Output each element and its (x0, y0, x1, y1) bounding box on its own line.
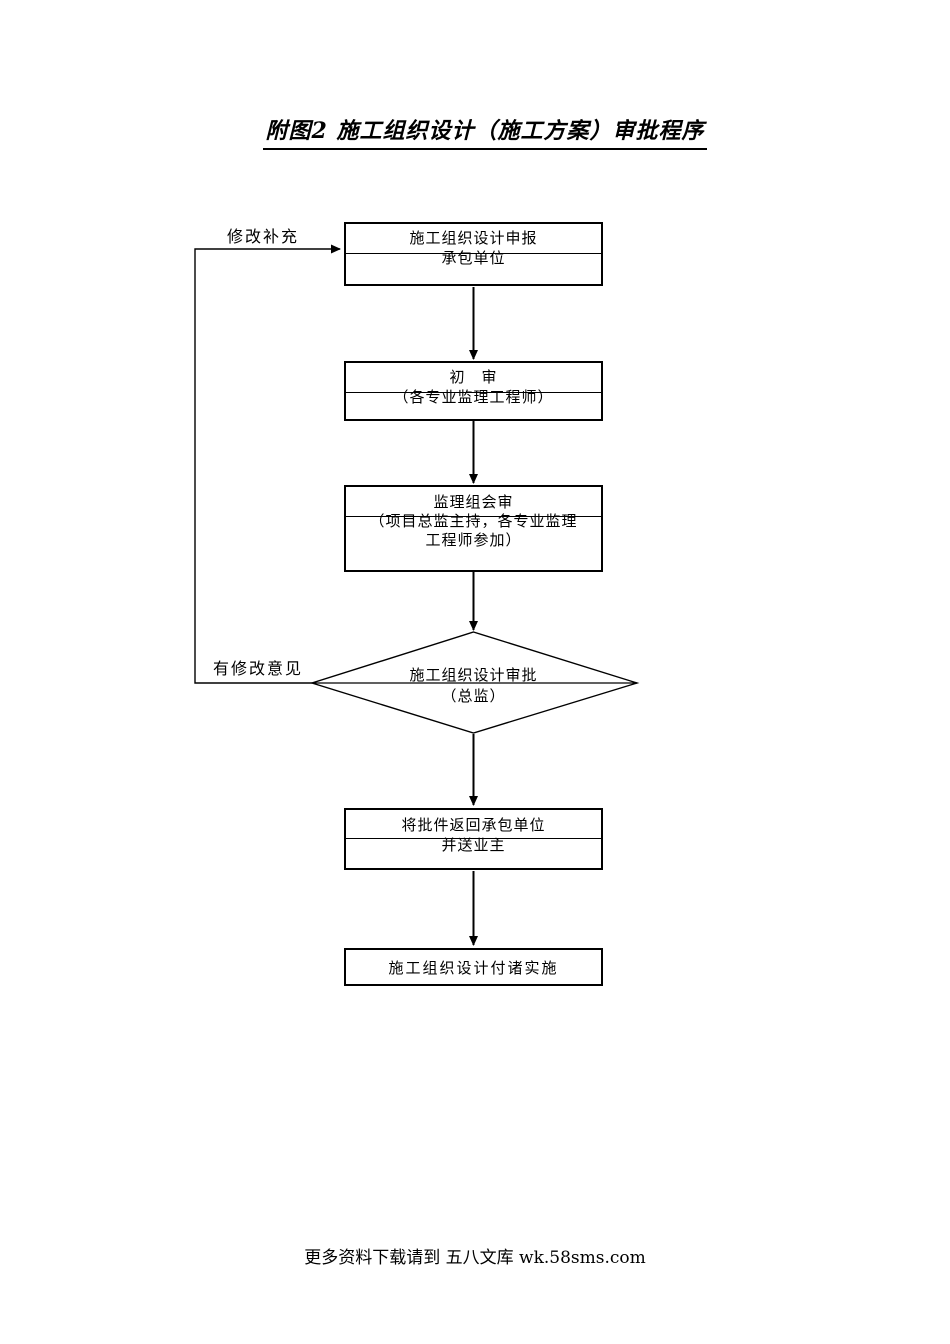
node-joint-review-line1: 监理组会审 (433, 493, 514, 511)
page-title-text: 附图2 施工组织设计（施工方案）审批程序 (262, 113, 708, 150)
node-declaration: 施工组织设计申报 承包单位 (344, 222, 603, 286)
node-joint-review: 监理组会审 （项目总监主持，各专业监理 工程师参加） (344, 485, 603, 572)
node-declaration-line2: 承包单位 (441, 249, 506, 267)
node-implementation-line1: 施工组织设计付诸实施 (388, 958, 559, 977)
feedback-loop-line (194, 244, 341, 684)
page-title: 附图2 施工组织设计（施工方案）审批程序 (10, 113, 950, 150)
node-declaration-divider (346, 253, 601, 254)
node-initial-review: 初 审 （各专业监理工程师） (344, 361, 603, 421)
node-joint-review-line3: 工程师参加） (425, 531, 522, 549)
node-declaration-line1: 施工组织设计申报 (409, 229, 538, 247)
edge-label-modify-supplement: 修改补充 (227, 227, 300, 246)
node-return-to-contractor: 将批件返回承包单位 并送业主 (344, 808, 603, 870)
node-initial-review-line2: （各专业监理工程师） (393, 388, 554, 406)
node-initial-review-line1: 初 审 (449, 368, 498, 386)
node-joint-review-divider (346, 516, 601, 517)
node-return-line2: 并送业主 (441, 836, 506, 854)
node-approval-decision: 施工组织设计审批 （总监） (344, 665, 603, 707)
edge-label-has-comments: 有修改意见 (213, 659, 304, 678)
node-return-line1: 将批件返回承包单位 (401, 816, 546, 834)
footer-text: 更多资料下载请到 五八文库 wk.58sms.com (304, 1248, 646, 1268)
node-implementation: 施工组织设计付诸实施 (344, 948, 603, 986)
node-approval-line2: （总监） (441, 687, 506, 705)
node-joint-review-line2: （项目总监主持，各专业监理 (369, 512, 578, 530)
node-return-divider (346, 838, 601, 839)
node-approval-line1: 施工组织设计审批 (409, 666, 538, 684)
footer-watermark: 更多资料下载请到 五八文库 wk.58sms.com (0, 1243, 950, 1268)
node-initial-review-divider (346, 392, 601, 393)
